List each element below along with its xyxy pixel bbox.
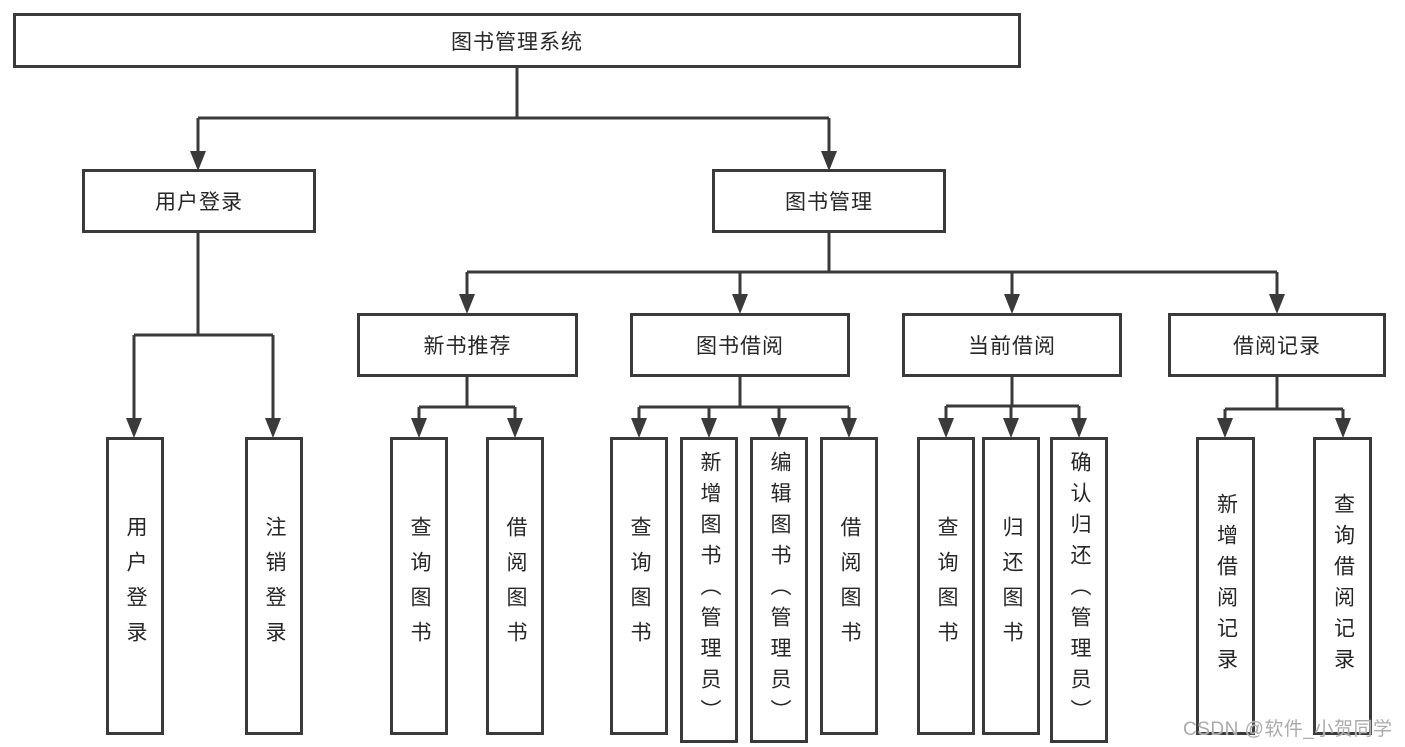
connector-book-management [459, 233, 1285, 314]
leaf-current-query-books: 查询图书 [917, 437, 975, 735]
leaf-logout-label: 注销登录 [263, 516, 286, 656]
leaf-borrowing-add-books-admin-label: 新增图书（管理员） [698, 450, 721, 730]
leaf-borrowing-borrow-books-label: 借阅图书 [838, 516, 861, 656]
leaf-records-add-record: 新增借阅记录 [1196, 437, 1255, 735]
leaf-borrowing-edit-books-admin: 编辑图书（管理员） [750, 437, 808, 743]
node-book-management: 图书管理 [712, 169, 946, 233]
node-book-borrowing-label: 图书借阅 [696, 335, 784, 358]
connector-root [190, 68, 837, 171]
leaf-borrowing-add-books-admin: 新增图书（管理员） [680, 437, 738, 743]
leaf-user-login: 用户登录 [106, 437, 164, 735]
leaf-logout: 注销登录 [245, 437, 303, 735]
leaf-recommend-query-books: 查询图书 [390, 437, 448, 735]
node-root-label: 图书管理系统 [451, 30, 583, 54]
leaf-current-confirm-return-admin-label: 确认归还（管理员） [1068, 450, 1091, 730]
node-current-borrowing-label: 当前借阅 [968, 335, 1056, 358]
leaf-records-add-record-label: 新增借阅记录 [1214, 493, 1238, 679]
leaf-records-query-record: 查询借阅记录 [1313, 437, 1372, 735]
node-current-borrowing: 当前借阅 [902, 313, 1122, 377]
node-root: 图书管理系统 [13, 13, 1021, 68]
leaf-recommend-borrow-books: 借阅图书 [486, 437, 544, 735]
leaf-borrowing-borrow-books: 借阅图书 [820, 437, 878, 735]
leaf-borrowing-query-books-label: 查询图书 [628, 516, 651, 656]
leaf-borrowing-edit-books-admin-label: 编辑图书（管理员） [768, 450, 791, 730]
node-borrowing-records: 借阅记录 [1168, 313, 1386, 377]
node-user-login: 用户登录 [82, 169, 316, 233]
csdn-watermark: CSDN @软件_小贺同学 [1183, 719, 1393, 740]
leaf-current-query-books-label: 查询图书 [935, 516, 958, 656]
connector-borrowing-records [1217, 377, 1351, 438]
leaf-current-return-books: 归还图书 [982, 437, 1040, 735]
leaf-current-confirm-return-admin: 确认归还（管理员） [1050, 437, 1108, 743]
leaf-records-query-record-label: 查询借阅记录 [1331, 493, 1355, 679]
node-borrowing-records-label: 借阅记录 [1233, 335, 1321, 358]
connector-book-borrowing [631, 377, 857, 438]
node-book-borrowing: 图书借阅 [630, 313, 850, 377]
node-book-management-label: 图书管理 [785, 191, 873, 214]
node-new-book-recommendation-label: 新书推荐 [423, 335, 512, 358]
connector-user-login [126, 233, 281, 438]
leaf-current-return-books-label: 归还图书 [1000, 516, 1023, 656]
leaf-recommend-query-books-label: 查询图书 [408, 516, 431, 656]
node-user-login-label: 用户登录 [155, 191, 243, 214]
leaf-borrowing-query-books: 查询图书 [610, 437, 668, 735]
leaf-user-login-label: 用户登录 [124, 516, 147, 656]
node-new-book-recommendation: 新书推荐 [357, 313, 578, 377]
connector-current-borrowing [938, 377, 1087, 438]
leaf-recommend-borrow-books-label: 借阅图书 [504, 516, 527, 656]
connector-new-book-recommendation [411, 377, 523, 438]
